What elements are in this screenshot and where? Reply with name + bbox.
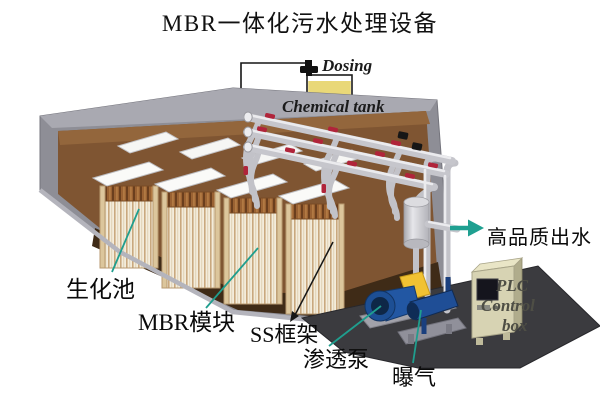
black-valves — [397, 131, 423, 151]
plc-box-label-line1: PLC — [496, 276, 529, 295]
leader-mbr-module — [205, 247, 259, 309]
plc-box-label-line3: box — [502, 316, 528, 335]
ss-frame-arrowhead-icon — [290, 311, 299, 322]
plc-screen — [476, 278, 499, 301]
tank-top-rim — [40, 88, 437, 128]
label-aeration: 曝气 — [392, 365, 437, 390]
label-effluent: 高品质出水 — [487, 227, 592, 249]
dosing-label: Dosing — [322, 56, 373, 75]
leader-permeate-pump — [328, 305, 382, 347]
pipe-end-caps — [243, 111, 253, 153]
leader-aeration — [412, 309, 422, 364]
chemical-tank-label: Chemical tank — [282, 97, 385, 116]
label-mbr-module: MBR模块 — [138, 310, 236, 335]
plc-control-box — [470, 257, 524, 345]
label-permeate-pump: 渗透泵 — [303, 347, 370, 372]
leader-lines — [111, 208, 422, 364]
page-title: MBR一体化污水处理设备 — [161, 11, 439, 36]
plc-box-label-line2: Control — [481, 296, 535, 315]
label-ss-frame: SS框架 — [250, 322, 319, 347]
label-biochemical-tank: 生化池 — [66, 277, 135, 302]
effluent-arrow-icon — [450, 219, 484, 237]
leader-biochemical — [111, 208, 140, 273]
dosing-valve-icon — [300, 60, 318, 76]
equipment-platform — [300, 265, 600, 369]
leader-ss-frame — [294, 241, 334, 316]
valve-handles — [243, 112, 439, 193]
aeration-blower — [397, 277, 467, 345]
tank-water-shadow — [92, 228, 442, 318]
